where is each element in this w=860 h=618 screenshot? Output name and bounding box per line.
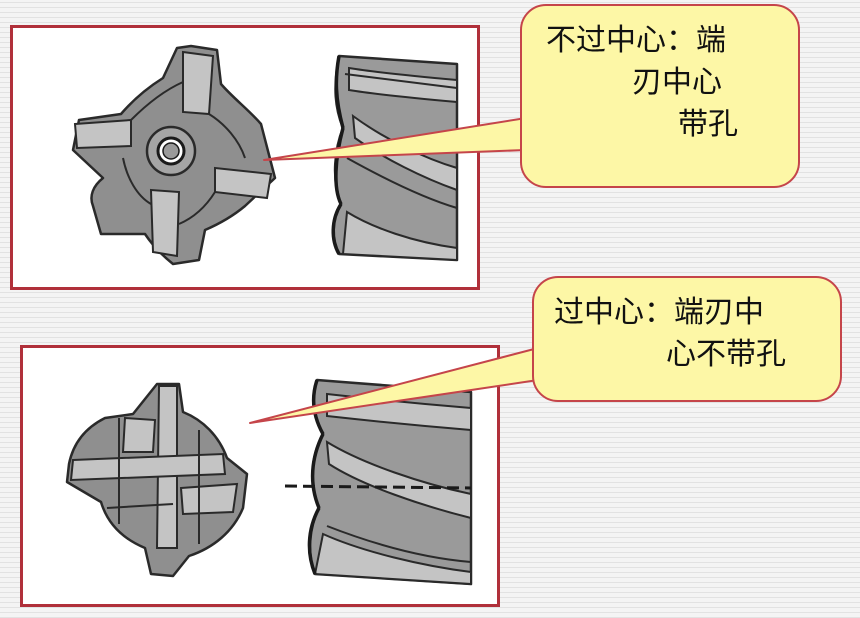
- non-center-cutting-callout: 不过中心：端 刃中心 带孔: [520, 4, 800, 188]
- callout-line: 心不带孔: [666, 337, 786, 372]
- side-profile-drawing: [284, 378, 473, 586]
- callout-line: 过中心：端刃中: [554, 295, 764, 330]
- end-face-drawing: [71, 44, 277, 266]
- center-cutting-end-view: [65, 378, 473, 586]
- end-face-drawing: [65, 382, 249, 578]
- center-cutting-callout: 过中心：端刃中 心不带孔: [532, 276, 842, 402]
- callout-line: 带孔: [678, 107, 738, 142]
- side-profile-drawing: [331, 54, 459, 262]
- callout-line: 不过中心：端: [546, 23, 726, 58]
- callout-line: 刃中心: [632, 65, 722, 100]
- non-center-cutting-end-view: [71, 44, 459, 266]
- non-center-cutting-panel: [10, 25, 480, 290]
- center-cutting-panel: [20, 345, 500, 607]
